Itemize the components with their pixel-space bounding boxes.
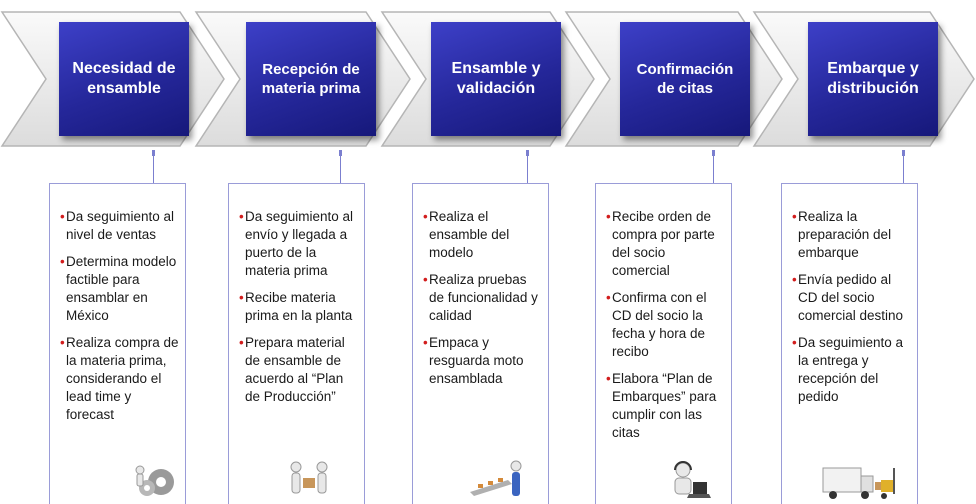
step-1-bullet-3: Realiza compra de la materia prima, cons… bbox=[60, 334, 179, 424]
step-4-bullet-2: Confirma con el CD del socio la fecha y … bbox=[606, 289, 725, 361]
step-2-title: Recepción de materia prima bbox=[261, 61, 361, 97]
step-4-card: Recibe orden de compra por parte del soc… bbox=[595, 183, 732, 504]
step-2-bullet-1: Da seguimiento al envío y llegada a puer… bbox=[239, 208, 358, 280]
step-1-header: Necesidad de ensamble bbox=[59, 22, 189, 136]
step-5-bullet-1: Realiza la preparación del embarque bbox=[792, 208, 911, 262]
step-2-header: Recepción de materia prima bbox=[246, 22, 376, 136]
step-4-title: Confirmación de citas bbox=[636, 61, 734, 97]
box-handoff-icon bbox=[290, 461, 328, 494]
step-3-card: Realiza el ensamble del modelo Realiza p… bbox=[412, 183, 549, 504]
step-5-title: Embarque y distribución bbox=[827, 60, 919, 97]
step-4-header: Confirmación de citas bbox=[620, 22, 750, 136]
step-4-bullet-1: Recibe orden de compra por parte del soc… bbox=[606, 208, 725, 280]
conveyor-icon bbox=[470, 460, 522, 496]
step-5-header: Embarque y distribución bbox=[808, 22, 938, 136]
step-1-bullet-2: Determina modelo factible para ensamblar… bbox=[60, 253, 179, 325]
step-5-bullet-3: Da seguimiento a la entrega y recepción … bbox=[792, 334, 911, 406]
step-3-bullet-1: Realiza el ensamble del modelo bbox=[423, 208, 542, 262]
step-2-bullet-2: Recibe materia prima en la planta bbox=[239, 289, 358, 325]
step-2-bullet-3: Prepara material de ensamble de acuerdo … bbox=[239, 334, 358, 406]
step-4-bullet-3: Elabora “Plan de Embarques” para cumplir… bbox=[606, 370, 725, 442]
step-1-bullet-1: Da seguimiento al nivel de ventas bbox=[60, 208, 179, 244]
step-5-bullet-2: Envía pedido al CD del socio comercial d… bbox=[792, 271, 911, 325]
truck-forklift-icon bbox=[822, 467, 895, 499]
step-3-bullet-3: Empaca y resguarda moto ensamblada bbox=[423, 334, 542, 388]
step-5-card: Realiza la preparación del embarque Enví… bbox=[781, 183, 918, 504]
step-1-card: Da seguimiento al nivel de ventas Determ… bbox=[49, 183, 186, 504]
step-3-header: Ensamble y validación bbox=[431, 22, 561, 136]
headset-laptop-icon bbox=[674, 461, 711, 498]
step-3-bullet-2: Realiza pruebas de funcionalidad y calid… bbox=[423, 271, 542, 325]
step-2-card: Da seguimiento al envío y llegada a puer… bbox=[228, 183, 365, 504]
gears-icon bbox=[135, 465, 174, 496]
step-3-title: Ensamble y validación bbox=[451, 60, 541, 97]
step-1-title: Necesidad de ensamble bbox=[72, 60, 176, 97]
